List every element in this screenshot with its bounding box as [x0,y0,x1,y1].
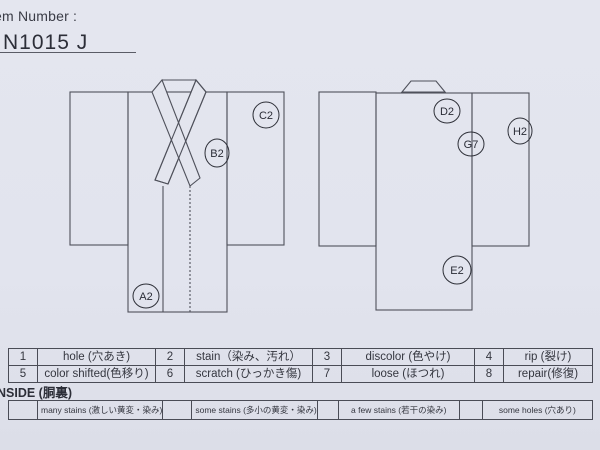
inside-option-label: some stains (多小の黄変・染み) [191,400,318,420]
mark-h2: H2 [513,126,527,138]
mark-c2: C2 [259,110,273,122]
inside-checkbox-many-stains[interactable] [8,400,38,420]
mark-circle-d2 [433,98,461,124]
legend-label: hole (穴あき) [37,348,156,366]
front-collar [151,78,207,187]
item-code-underline [0,52,136,53]
front-kimono-diagram [69,78,285,313]
mark-circle-a2 [132,283,160,309]
kimono-diagrams: A2 B2 C2 D2 G7 H2 E2 [69,78,533,313]
inside-option-label: some holes (穴あり) [481,400,594,420]
legend-row: 1 hole (穴あき) 2 stain（染み、汚れ） 3 discolor (… [8,348,593,366]
mark-g7: G7 [464,139,479,151]
inside-checkbox-some-stains[interactable] [162,400,193,420]
mark-circle-e2 [442,255,472,285]
legend-num: 1 [8,348,38,366]
legend-label: scratch (ひっかき傷) [184,365,313,383]
back-body [375,92,473,311]
mark-e2: E2 [450,265,463,277]
back-left-sleeve [318,91,377,247]
legend-num: 5 [8,365,38,383]
legend-label: loose (ほつれ) [341,365,475,383]
legend-label: repair(修復) [503,365,593,383]
inside-section-title: NSIDE (胴裏) [0,386,73,400]
inside-checkbox-some-holes[interactable] [458,400,483,420]
mark-circle-c2 [252,101,280,129]
legend-label: discolor (色やけ) [341,348,475,366]
damage-legend-table: 1 hole (穴あき) 2 stain（染み、汚れ） 3 discolor (… [8,348,593,383]
legend-label: stain（染み、汚れ） [184,348,313,366]
front-right-sleeve [226,91,285,246]
inside-checkbox-few-stains[interactable] [316,400,339,420]
inside-condition-table: many stains (激しい黄変・染み) some stains (多小の黄… [8,400,594,420]
mark-circle-h2 [507,117,533,145]
legend-num: 8 [474,365,504,383]
legend-label: color shifted(色移り) [37,365,156,383]
front-left-sleeve [69,91,129,246]
legend-row: 5 color shifted(色移り) 6 scratch (ひっかき傷) 7… [8,365,593,383]
legend-num: 6 [155,365,185,383]
inside-option-label: a few stains (若干の染み) [337,400,460,420]
back-right-sleeve [471,92,530,247]
legend-num: 7 [312,365,342,383]
legend-label: rip (裂け) [503,348,593,366]
mark-d2: D2 [440,106,454,118]
mark-circle-g7 [457,131,485,157]
item-code: N1015 J [3,31,89,54]
legend-num: 4 [474,348,504,366]
back-kimono-diagram [318,80,530,311]
mark-b2: B2 [210,148,223,160]
back-collar-tab [400,80,447,93]
legend-num: 3 [312,348,342,366]
mark-a2: A2 [139,291,152,303]
legend-num: 2 [155,348,185,366]
inside-row: many stains (激しい黄変・染み) some stains (多小の黄… [8,400,594,420]
inside-option-label: many stains (激しい黄変・染み) [36,400,164,420]
item-number-label: em Number : [0,8,78,24]
mark-circle-b2 [204,138,230,168]
